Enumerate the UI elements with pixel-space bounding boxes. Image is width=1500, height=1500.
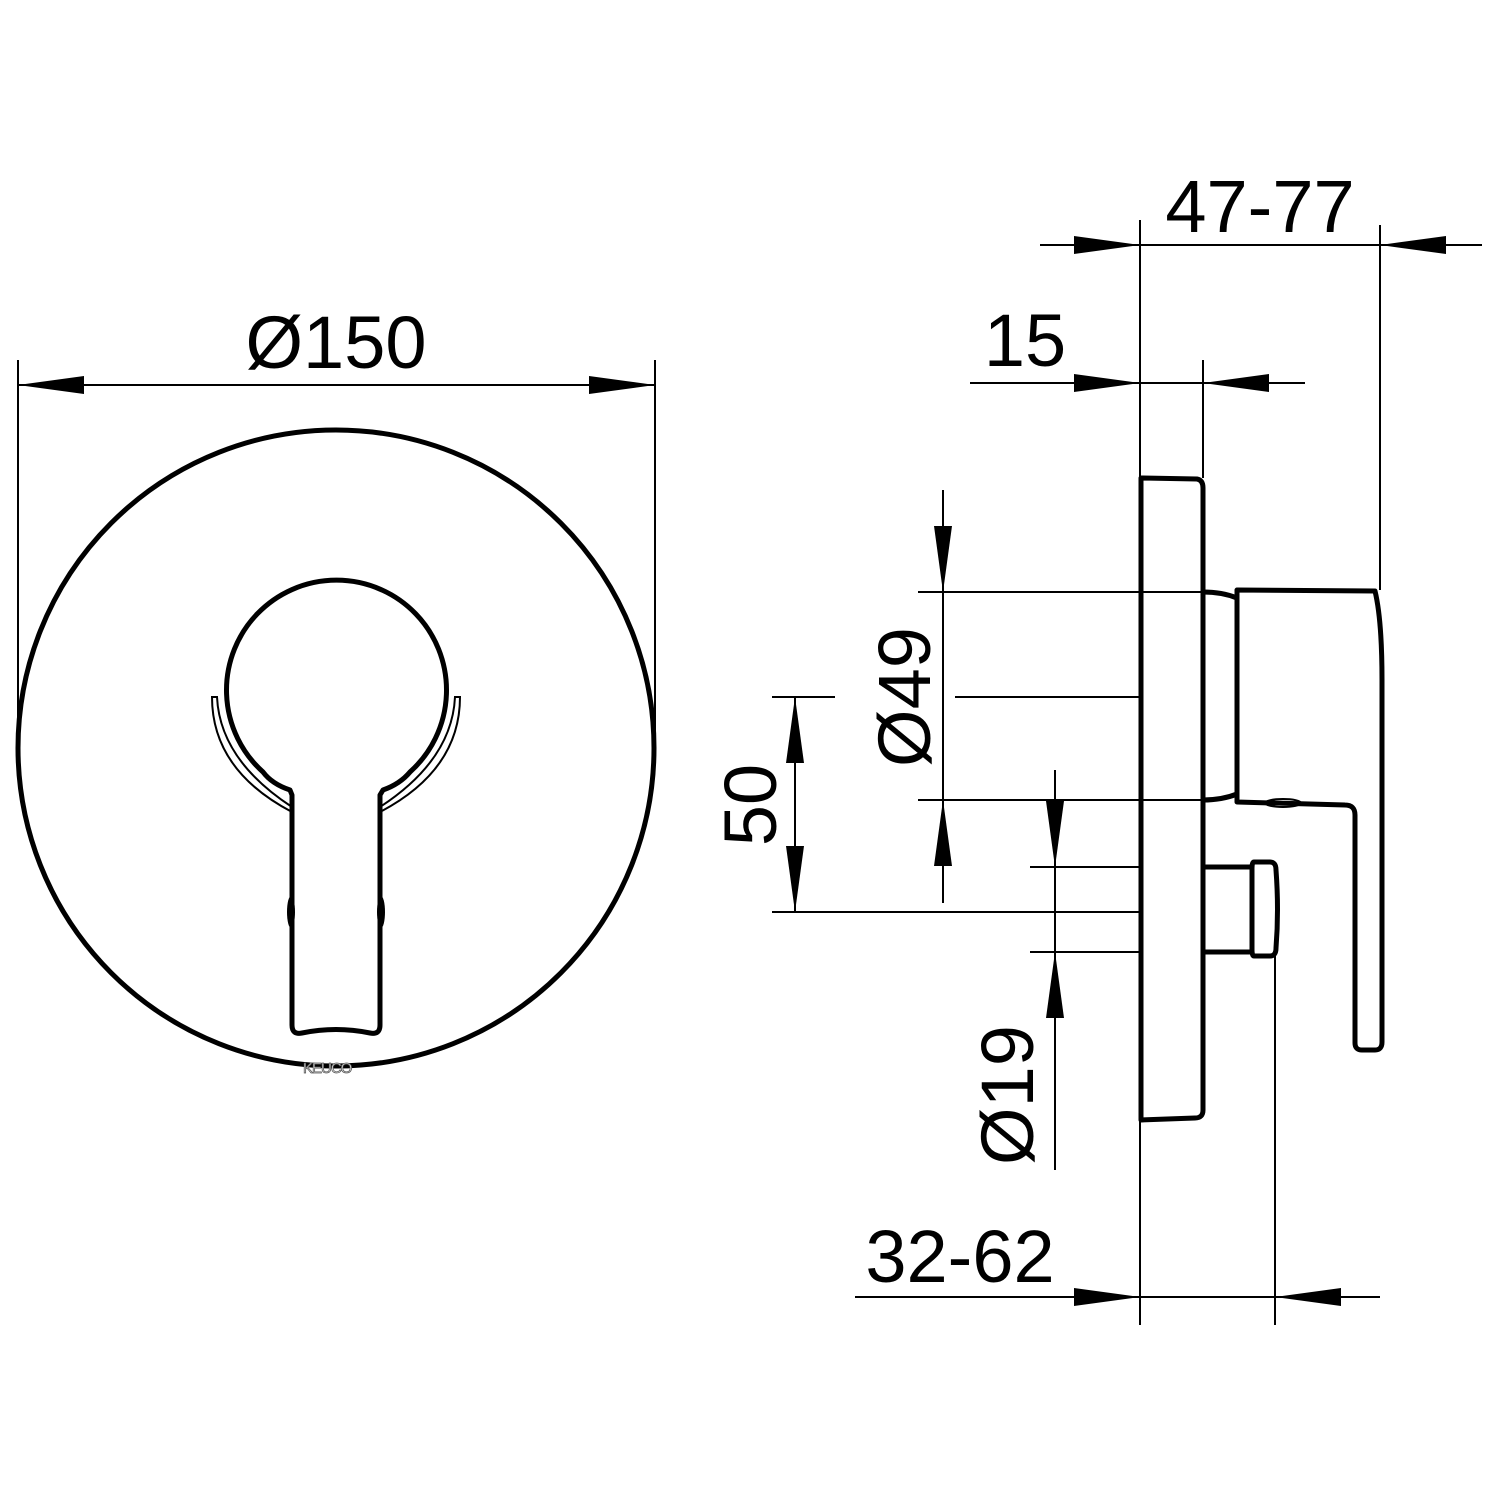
- arrow-icon: [1046, 801, 1064, 867]
- dimension-label-47-77: 47-77: [1165, 165, 1354, 248]
- dimension-label-50: 50: [709, 764, 792, 846]
- handle-neck: [1200, 589, 1240, 803]
- arrow-icon: [18, 376, 84, 394]
- dimension-label-diameter-150: Ø150: [245, 301, 426, 384]
- dimension-label-diameter-19: Ø19: [966, 1025, 1049, 1165]
- dimension-label-32-62: 32-62: [865, 1215, 1054, 1298]
- handle-arc-left: [210, 696, 293, 814]
- arrow-icon: [589, 376, 655, 394]
- diverter-cap: [1249, 859, 1280, 959]
- diverter-stem: [1200, 864, 1255, 955]
- cover-plate-outline: [15, 427, 657, 1069]
- arrow-icon: [786, 846, 804, 912]
- handle-screw: [1264, 798, 1302, 808]
- arrow-icon: [1046, 952, 1064, 1018]
- brand-logo: KEUCO: [303, 1060, 352, 1077]
- handle-arc-right: [379, 696, 462, 814]
- front-view: KEUCO Ø150: [15, 301, 657, 1077]
- arrow-icon: [786, 697, 804, 763]
- arrow-icon: [1074, 1288, 1140, 1306]
- arrow-icon: [934, 800, 952, 866]
- handle-body-outline: [1234, 587, 1385, 1053]
- arrow-icon: [934, 526, 952, 592]
- arrow-icon: [1203, 374, 1269, 392]
- dimension-label-15: 15: [984, 299, 1066, 382]
- handle-bulge-right: [377, 896, 385, 928]
- dimension-label-diameter-49: Ø49: [863, 627, 946, 767]
- handle-bulge-left: [287, 896, 295, 928]
- side-view: 47-77 15 Ø49 50 Ø19 32-62: [709, 165, 1482, 1325]
- wall-plate-outline: [1138, 475, 1206, 1123]
- handle-outline: [224, 577, 449, 1036]
- arrow-icon: [1275, 1288, 1341, 1306]
- arrow-icon: [1380, 236, 1446, 254]
- arrow-icon: [1074, 236, 1140, 254]
- arrow-icon: [1074, 374, 1140, 392]
